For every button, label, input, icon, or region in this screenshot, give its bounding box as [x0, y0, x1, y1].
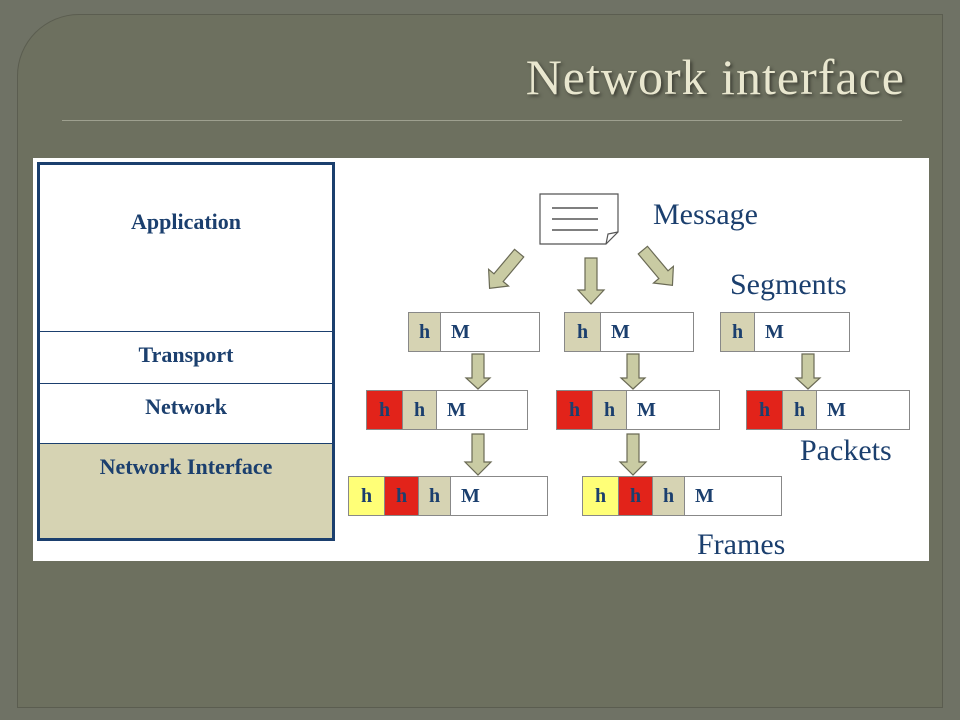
- frame-1: h h h M: [348, 476, 548, 516]
- frame-2: h h h M: [582, 476, 782, 516]
- transport-header: h: [409, 313, 441, 351]
- network-header: h: [619, 477, 653, 515]
- network-header: h: [367, 391, 403, 429]
- transport-header: h: [565, 313, 601, 351]
- arrow-segment-to-packet-3: [794, 353, 822, 390]
- arrow-message-to-segment-left: [487, 248, 525, 290]
- protocol-stack: Application Transport Network Network In…: [37, 162, 335, 541]
- message-payload: M: [637, 398, 656, 421]
- title-divider: [62, 120, 902, 121]
- message-payload: M: [451, 320, 470, 343]
- arrow-packet-to-frame-2: [618, 433, 648, 476]
- packet-2: h h M: [556, 390, 720, 430]
- message-document-icon: [539, 193, 619, 245]
- network-header: h: [747, 391, 783, 429]
- layer-application: Application: [130, 209, 242, 234]
- packet-3: h h M: [746, 390, 910, 430]
- segment-2: h M: [564, 312, 694, 352]
- arrow-packet-to-frame-1: [463, 433, 493, 476]
- label-message: Message: [653, 198, 758, 231]
- arrow-message-to-segment-middle: [576, 257, 606, 305]
- transport-header: h: [721, 313, 755, 351]
- message-payload: M: [447, 398, 466, 421]
- network-header: h: [385, 477, 419, 515]
- message-payload: M: [765, 320, 784, 343]
- layer-network: Network: [40, 383, 332, 443]
- transport-header: h: [783, 391, 817, 429]
- frame-header: h: [349, 477, 385, 515]
- transport-header: h: [593, 391, 627, 429]
- arrow-message-to-segment-right: [637, 245, 675, 287]
- message-payload: M: [827, 398, 846, 421]
- arrow-segment-to-packet-2: [619, 353, 647, 390]
- transport-header: h: [653, 477, 685, 515]
- message-payload: M: [461, 484, 480, 507]
- message-payload: M: [695, 484, 714, 507]
- packet-1: h h M: [366, 390, 528, 430]
- slide-title: Network interface: [525, 49, 905, 105]
- layer-network-interface: Network Interface: [40, 443, 332, 538]
- message-payload: M: [611, 320, 630, 343]
- segment-1: h M: [408, 312, 540, 352]
- label-segments: Segments: [730, 268, 847, 301]
- arrow-segment-to-packet-1: [464, 353, 492, 390]
- segment-3: h M: [720, 312, 850, 352]
- network-header: h: [557, 391, 593, 429]
- frame-header: h: [583, 477, 619, 515]
- label-frames: Frames: [697, 528, 786, 561]
- layer-transport: Transport: [40, 331, 332, 383]
- label-packets: Packets: [800, 434, 892, 467]
- transport-header: h: [403, 391, 437, 429]
- transport-header: h: [419, 477, 451, 515]
